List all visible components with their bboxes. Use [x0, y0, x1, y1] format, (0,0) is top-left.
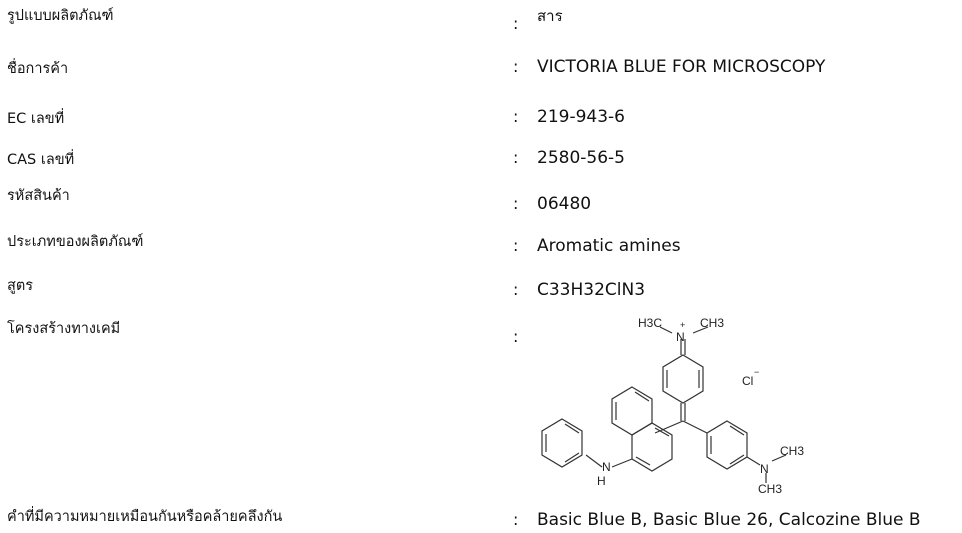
structure-svg: H3C N + CH3 Cl − N H N CH3 CH3 — [541, 316, 804, 496]
colon: : — [513, 280, 519, 299]
value-product-form: สาร — [537, 7, 563, 25]
colon: : — [513, 107, 519, 126]
row-trade-name: ชื่อการค้า : VICTORIA BLUE FOR MICROSCOP… — [0, 57, 962, 77]
value-ec-number: 219-943-6 — [537, 107, 625, 127]
label-cas-number: CAS เลขที่ — [7, 152, 75, 168]
row-chemical-structure: โครงสร้างทางเคมี : — [0, 317, 962, 346]
row-product-code: รหัสสินค้า : 06480 — [0, 184, 962, 214]
atom-h3c-top: H3C — [638, 316, 662, 330]
colon: : — [513, 57, 519, 76]
row-cas-number: CAS เลขที่ : 2580-56-5 — [0, 148, 962, 168]
colon: : — [513, 14, 519, 33]
value-trade-name: VICTORIA BLUE FOR MICROSCOPY — [537, 57, 826, 77]
atom-ch3-top: CH3 — [700, 316, 724, 330]
atom-nh-n: N — [602, 460, 611, 474]
structure-atoms: H3C N + CH3 Cl − N H N CH3 CH3 — [597, 316, 804, 496]
atom-minus: − — [754, 367, 759, 377]
colon: : — [513, 510, 519, 529]
atom-ch3-bottom: CH3 — [758, 482, 782, 496]
label-product-type: ประเภทของผลิตภัณฑ์ — [7, 234, 144, 250]
label-product-form: รูปแบบผลิตภัณฑ์ — [7, 8, 114, 24]
colon: : — [513, 194, 519, 213]
row-product-form: รูปแบบผลิตภัณฑ์ : สาร — [0, 4, 962, 33]
value-formula: C33H32ClN3 — [537, 280, 646, 300]
label-ec-number: EC เลขที่ — [7, 111, 65, 127]
label-chemical-structure: โครงสร้างทางเคมี — [7, 321, 121, 337]
label-synonyms: คำที่มีความหมายเหมือนกันหรือคล้ายคลึงกัน — [7, 509, 283, 525]
colon: : — [513, 148, 519, 167]
row-product-type: ประเภทของผลิตภัณฑ์ : Aromatic amines — [0, 230, 962, 256]
atom-ch3-right: CH3 — [780, 444, 804, 458]
atom-n-plus: N — [676, 330, 685, 344]
colon: : — [513, 327, 519, 346]
label-product-code: รหัสสินค้า — [7, 188, 70, 204]
value-product-type: Aromatic amines — [537, 236, 681, 256]
chemical-structure-diagram: H3C N + CH3 Cl − N H N CH3 CH3 — [540, 315, 804, 496]
value-synonyms: Basic Blue B, Basic Blue 26, Calcozine B… — [537, 510, 921, 530]
label-trade-name: ชื่อการค้า — [7, 61, 69, 77]
colon: : — [513, 236, 519, 255]
row-ec-number: EC เลขที่ : 219-943-6 — [0, 107, 962, 127]
structure-bonds — [541, 326, 787, 483]
label-formula: สูตร — [7, 278, 34, 294]
atom-cl: Cl — [742, 374, 753, 388]
value-cas-number: 2580-56-5 — [537, 148, 625, 168]
value-product-code: 06480 — [537, 194, 592, 214]
atom-n-right: N — [760, 462, 769, 476]
row-formula: สูตร : C33H32ClN3 — [0, 274, 962, 300]
atom-nh-h: H — [597, 474, 606, 488]
row-synonyms: คำที่มีความหมายเหมือนกันหรือคล้ายคลึงกัน… — [0, 509, 962, 530]
atom-plus: + — [680, 320, 685, 330]
